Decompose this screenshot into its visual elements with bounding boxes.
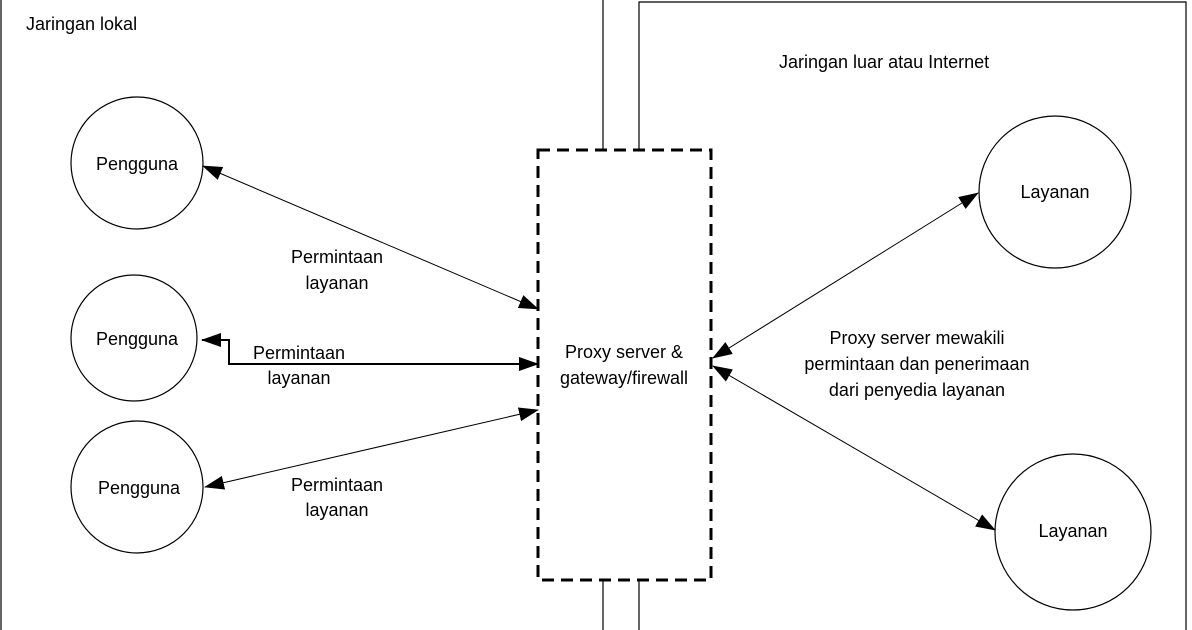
- service-node-2-label: Layanan: [1038, 521, 1107, 541]
- user-2-proxy-connector: [201, 333, 539, 371]
- proxy-note-line3: dari penyedia layanan: [829, 380, 1005, 400]
- user-node-3-label: Pengguna: [98, 478, 181, 498]
- user-1-proxy-connector: [202, 165, 539, 310]
- external-network-label: Jaringan luar atau Internet: [779, 52, 989, 72]
- user-node-1: [70, 96, 204, 230]
- service-node-1: [978, 115, 1132, 269]
- proxy-note-line2: permintaan dan penerimaan: [804, 354, 1029, 374]
- request-label-3-line2: layanan: [305, 500, 368, 520]
- request-label-1-line2: layanan: [305, 273, 368, 293]
- local-network-label: Jaringan lokal: [26, 14, 137, 34]
- service-node-2: [994, 453, 1152, 611]
- service-node-1-label: Layanan: [1020, 182, 1089, 202]
- user-node-3: [70, 420, 204, 554]
- proxy-note-line1: Proxy server mewakili: [829, 328, 1004, 348]
- user-node-2: [70, 274, 198, 402]
- proxy-label-line1: Proxy server &: [565, 342, 683, 362]
- proxy-label-line2: gateway/firewall: [560, 368, 688, 388]
- user-3-proxy-connector: [204, 407, 539, 490]
- proxy-service-2-connector: [712, 365, 996, 531]
- proxy-gateway-box: [536, 148, 713, 582]
- request-label-1-line1: Permintaan: [291, 247, 383, 267]
- user-node-2-label: Pengguna: [96, 329, 179, 349]
- user-node-1-label: Pengguna: [96, 154, 179, 174]
- request-label-2-line2: layanan: [267, 368, 330, 388]
- request-label-3-line1: Permintaan: [291, 475, 383, 495]
- proxy-service-1-connector: [712, 192, 979, 359]
- request-label-2-line1: Permintaan: [253, 343, 345, 363]
